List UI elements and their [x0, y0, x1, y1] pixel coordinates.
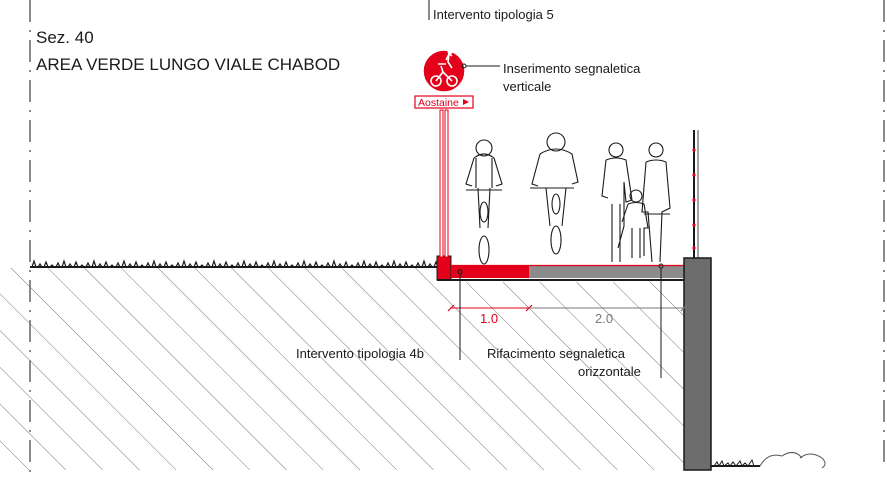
retaining-wall	[683, 257, 712, 471]
section-number: Sez. 40	[36, 28, 94, 47]
callout-rifacimento: Rifacimento segnaletica orizzontale	[487, 263, 664, 379]
vertical-sign: Aostaine	[414, 49, 474, 258]
callout-sign-line2: verticale	[503, 79, 551, 94]
pedestrian-figure	[641, 142, 671, 263]
pedestrian-figure	[621, 189, 649, 258]
callout-rifacimento-line2: orizzontale	[578, 364, 641, 379]
dimension-grey-lane: 2.0	[595, 311, 613, 326]
callout-sign-line1: Inserimento segnaletica	[503, 61, 641, 76]
callout-intervento-4b-text: Intervento tipologia 4b	[296, 346, 424, 361]
section-title-block: Sez. 40 AREA VERDE LUNGO VIALE CHABOD	[36, 28, 340, 74]
kerb-red	[436, 255, 452, 281]
sign-plate-text: Aostaine	[418, 97, 459, 109]
railing	[692, 130, 699, 258]
dimension-red-lane: 1.0	[480, 311, 498, 326]
callout-sign: Inserimento segnaletica verticale	[461, 61, 641, 94]
lower-ground	[711, 452, 826, 469]
callout-rifacimento-line1: Rifacimento segnaletica	[487, 346, 626, 361]
cyclist-figure	[530, 132, 579, 255]
callout-intervento-4b: Intervento tipologia 4b	[296, 269, 463, 361]
terrain-hatch	[0, 268, 684, 470]
grass-line	[30, 259, 439, 268]
grey-lane	[529, 266, 684, 278]
red-lane	[451, 266, 529, 278]
people-figures	[465, 132, 671, 265]
cyclist-figure	[465, 139, 503, 265]
callout-intervento-5-text: Intervento tipologia 5	[433, 7, 554, 22]
pedestrian-and-bicycle-icon	[422, 49, 466, 93]
callout-intervento-5: Intervento tipologia 5	[428, 0, 554, 22]
cycle-path-section	[436, 255, 712, 471]
pedestrian-figure	[601, 142, 633, 262]
dimension-lines: 1.0 2.0	[447, 304, 688, 326]
section-title: AREA VERDE LUNGO VIALE CHABOD	[36, 55, 340, 74]
